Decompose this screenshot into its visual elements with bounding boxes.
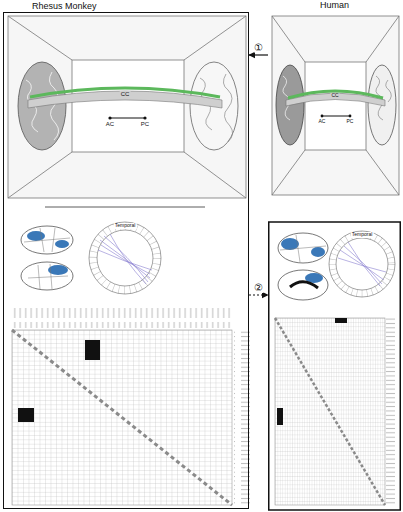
human-brain-slices [276, 65, 396, 145]
human-surface-maps [278, 233, 328, 263]
human-matrix [277, 408, 283, 425]
human-connectogram [336, 238, 388, 290]
figure-label: AC [318, 119, 327, 125]
monkey-matrix [18, 408, 34, 422]
human-frame [272, 16, 399, 195]
human-matrix [275, 318, 385, 505]
monkey-matrix [12, 330, 232, 505]
monkey-frame [8, 16, 72, 60]
monkey-surface-maps [28, 264, 68, 289]
figure-label: AC [105, 121, 115, 128]
figure-label: Temporal [351, 232, 374, 238]
human-frame [366, 16, 399, 62]
human-frame [272, 16, 305, 62]
human-matrix [275, 318, 398, 505]
human-frame [272, 150, 305, 195]
human-frame [305, 62, 366, 150]
monkey-matrix [12, 308, 232, 328]
monkey-matrix [12, 308, 250, 505]
human-frame [366, 150, 399, 195]
monkey-matrix [12, 330, 232, 505]
human-connectogram [329, 231, 395, 297]
human-matrix [335, 318, 347, 323]
arrow-connector [249, 294, 268, 295]
monkey-surface-maps [21, 262, 73, 290]
figure-label: CC [330, 93, 339, 99]
monkey-connectogram [89, 222, 161, 294]
human-matrix [386, 318, 398, 505]
monkey-connectogram [97, 230, 153, 286]
human-surface-maps [311, 247, 325, 257]
monkey-connectogram [93, 226, 157, 290]
human-frame [272, 16, 399, 195]
monkey-brain-slices [143, 116, 146, 119]
monkey-surface-maps [27, 231, 45, 241]
monkey-frame [8, 152, 72, 198]
monkey-frame [184, 152, 246, 198]
human-surface-maps [278, 270, 328, 300]
monkey-frame [8, 16, 246, 198]
figure-label: PC [140, 121, 150, 128]
human-brain-slices [321, 115, 324, 118]
human-surface-maps [278, 233, 328, 300]
monkey-surface-maps [21, 226, 73, 254]
human-connectogram [338, 242, 386, 286]
figure-label: PC [346, 119, 355, 125]
step-number: ② [254, 282, 263, 293]
monkey-connectogram [89, 222, 161, 294]
panel: Human [268, 12, 400, 509]
figure-label: Temporal [114, 223, 137, 229]
human-surface-maps [281, 238, 299, 250]
monkey-surface-maps [21, 226, 73, 290]
human-connectogram [333, 235, 392, 294]
panel-heading: Rhesus Monkey [32, 1, 97, 12]
panel-heading: Human [320, 0, 349, 11]
monkey-surface-maps [24, 228, 70, 252]
step-number: ① [254, 42, 263, 53]
monkey-frame [184, 16, 246, 60]
human-matrix [275, 318, 385, 505]
monkey-brain-slices [108, 116, 111, 119]
monkey-matrix [85, 340, 100, 360]
human-results-box [269, 222, 401, 510]
monkey-brain-slices [18, 62, 238, 150]
human-brain-slices [322, 116, 350, 117]
human-connectogram [329, 231, 395, 297]
human-brain-slices [288, 91, 383, 98]
panel: Rhesus Monkey [3, 12, 249, 509]
human-brain-slices [349, 115, 352, 118]
monkey-brain-slices [200, 74, 233, 142]
human-surface-maps [290, 282, 318, 288]
monkey-frame [72, 60, 184, 152]
monkey-connectogram [98, 234, 152, 284]
figure-label: CC [120, 91, 131, 98]
human-surface-maps [280, 235, 326, 262]
monkey-frame [8, 16, 246, 198]
monkey-brain-slices [110, 118, 145, 119]
separator-line [45, 207, 205, 208]
monkey-brain-slices [30, 88, 220, 97]
monkey-surface-maps [55, 240, 69, 248]
arrow-connector [249, 54, 268, 55]
monkey-matrix [234, 330, 250, 505]
